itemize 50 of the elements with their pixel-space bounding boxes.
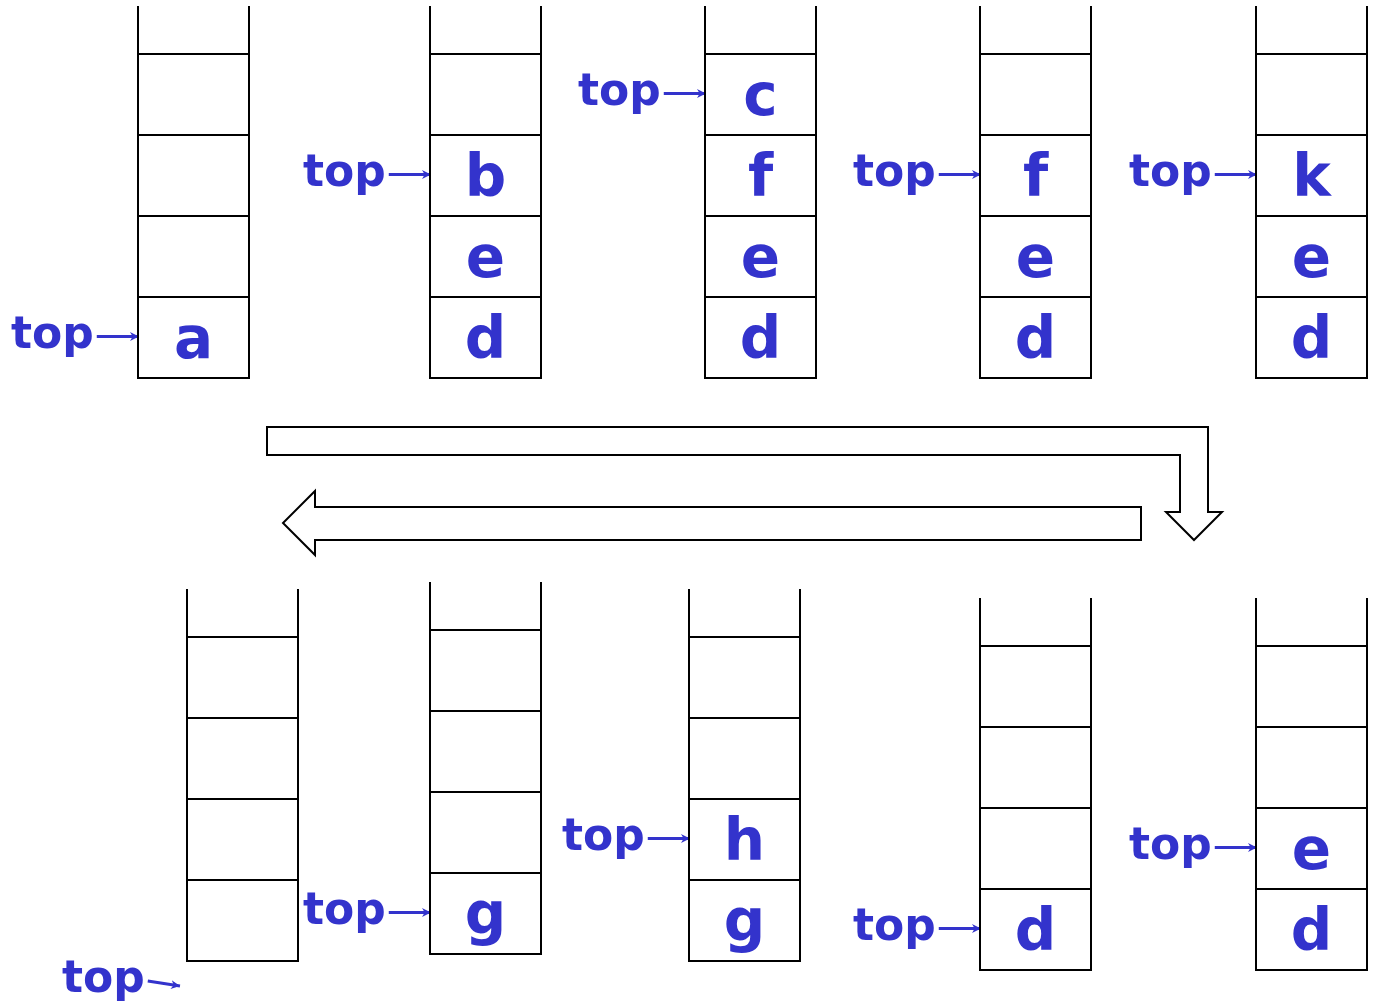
pointer-label: top (1129, 821, 1212, 866)
arrow (96, 332, 139, 341)
stack-cell: e (981, 215, 1090, 296)
stack-frame (429, 6, 542, 379)
pointer-label: top (62, 955, 145, 999)
stack-frame (429, 582, 542, 955)
arrow (388, 170, 431, 179)
arrow (147, 979, 181, 990)
pointer-label: top (578, 67, 661, 112)
stack-frame (1255, 6, 1368, 379)
stack-cell: d (981, 888, 1090, 969)
stack-frame (1255, 598, 1368, 971)
arrow (938, 170, 981, 179)
stack-cell: d (981, 296, 1090, 377)
pointer-label: top (11, 310, 94, 355)
arrow (647, 834, 690, 843)
stack-cell: d (1257, 296, 1366, 377)
stack-cell: e (1257, 215, 1366, 296)
pointer-label: top (303, 148, 386, 193)
stack-cell: e (431, 215, 540, 296)
pointer-label: top (853, 148, 936, 193)
arrow (663, 89, 706, 98)
stack-frame (979, 598, 1092, 971)
stack-cell: e (1257, 807, 1366, 888)
stack-frame (704, 6, 817, 379)
pointer-label: top (562, 812, 645, 857)
stack-frame (979, 6, 1092, 379)
pointer-label: top (1129, 148, 1212, 193)
stack-cell: d (1257, 888, 1366, 969)
stack-cell: a (139, 296, 248, 377)
stack-frame (186, 589, 299, 962)
arrow (388, 908, 431, 917)
stack-cell: f (706, 134, 815, 215)
stack-cell: g (690, 879, 799, 960)
arrow (1214, 843, 1257, 852)
stack-cell: e (706, 215, 815, 296)
pointer-label: top (853, 902, 936, 947)
stack-cell: f (981, 134, 1090, 215)
stack-frame (137, 6, 250, 379)
stack-cell: d (431, 296, 540, 377)
stack-frame (688, 589, 801, 962)
stack-cell: g (431, 872, 540, 953)
stack-cell: c (706, 53, 815, 134)
stack-cell: k (1257, 134, 1366, 215)
stack-cell: h (690, 798, 799, 879)
arrow (938, 924, 981, 933)
pointer-label: top (303, 886, 386, 931)
arrow (1214, 170, 1257, 179)
stack-cell: d (706, 296, 815, 377)
stack-cell: b (431, 134, 540, 215)
